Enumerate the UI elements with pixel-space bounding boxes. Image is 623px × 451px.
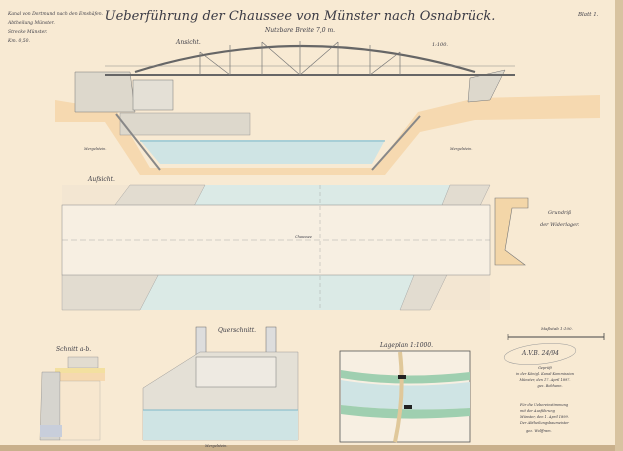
top-view: Chaussee Aufsicht.: [61, 176, 491, 311]
header-left-line: Strecke Münster.: [8, 29, 48, 35]
right-abutment: [467, 69, 506, 103]
approval-line: in der Königl. Kanal-Kommission: [516, 372, 575, 376]
abutment-plan: Grundriß der Widerlager.: [494, 197, 580, 266]
canal-water: [140, 140, 385, 164]
archive-stamp-text: A.V.B. 24/94: [521, 350, 559, 357]
road-label: Chaussee: [295, 235, 312, 239]
site-plan: Lageplan 1:1000.: [339, 342, 471, 443]
cross-section: Querschnitt. Mergelstein.: [142, 326, 299, 448]
section-ab-label: Schnitt a-b.: [56, 346, 91, 353]
approval-line: Münster, den 17. April 1897.: [518, 378, 570, 382]
sheet-edge-right: [615, 0, 623, 451]
drawing-title: Ueberführung der Chaussee von Münster na…: [105, 9, 496, 24]
right-slope: [371, 115, 421, 171]
header-left-line: Abtheilung Münster.: [7, 20, 55, 26]
soil-label-right: Mergelstein.: [449, 147, 473, 151]
scale-bar: Maßstab 1:100.: [507, 326, 605, 340]
certification-line: Für die Uebereinstimmung: [519, 403, 569, 407]
abutment-label-1: Grundriß: [548, 210, 571, 216]
approval-note: Geprüft in der Königl. Kanal-Kommission …: [516, 366, 575, 388]
elevation-view: Ansicht. 1:100. Mergelstein. Mergelstein…: [55, 39, 600, 175]
left-abutment: [74, 71, 136, 113]
abutment-outline: [494, 197, 529, 266]
sheet-edge: [0, 445, 623, 451]
left-pier: [132, 79, 174, 111]
elevation-label: Ansicht.: [175, 39, 201, 46]
certification-note: Für die Uebereinstimmung mit der Ausführ…: [519, 403, 569, 433]
header-left-line: Kanal von Dortmund nach den Emshäfen.: [7, 11, 104, 17]
certification-line: Münster, den 1. April 1899.: [519, 415, 569, 419]
approval-line: gez. Bebhann.: [537, 384, 562, 388]
header-left-line: Km. 0,50.: [7, 38, 31, 44]
certification-line: Der Abtheilungsbaumeister: [519, 421, 569, 425]
certification-line: gez. Wolffram.: [526, 429, 552, 433]
approval-line: Geprüft: [538, 366, 552, 370]
soil-label-left: Mergelstein.: [83, 147, 107, 151]
archive-stamp: [503, 343, 577, 365]
slope-paving: [119, 112, 251, 136]
site-plan-label: Lageplan 1:1000.: [379, 342, 433, 349]
left-slope: [115, 113, 161, 171]
cross-section-soil: Mergelstein.: [204, 444, 228, 448]
certification-line: mit der Ausführung: [520, 409, 556, 413]
abutment-label-2: der Widerlager.: [540, 222, 580, 228]
cross-section-label: Querschnitt.: [218, 327, 256, 334]
elevation-scale: 1:100.: [432, 42, 448, 48]
drawing-subtitle: Nutzbare Breite 7,0 m.: [264, 27, 335, 34]
header-left-block: Kanal von Dortmund nach den Emshäfen. Ab…: [7, 11, 104, 44]
earth-cut: [55, 95, 600, 175]
section-ab: Schnitt a-b.: [39, 346, 105, 441]
scale-bar-label: Maßstab 1:100.: [540, 326, 573, 331]
truss-members: [199, 41, 401, 76]
top-view-label: Aufsicht.: [87, 176, 115, 183]
sheet-number: Blatt 1.: [577, 12, 599, 18]
bridge-arch: [134, 44, 476, 74]
